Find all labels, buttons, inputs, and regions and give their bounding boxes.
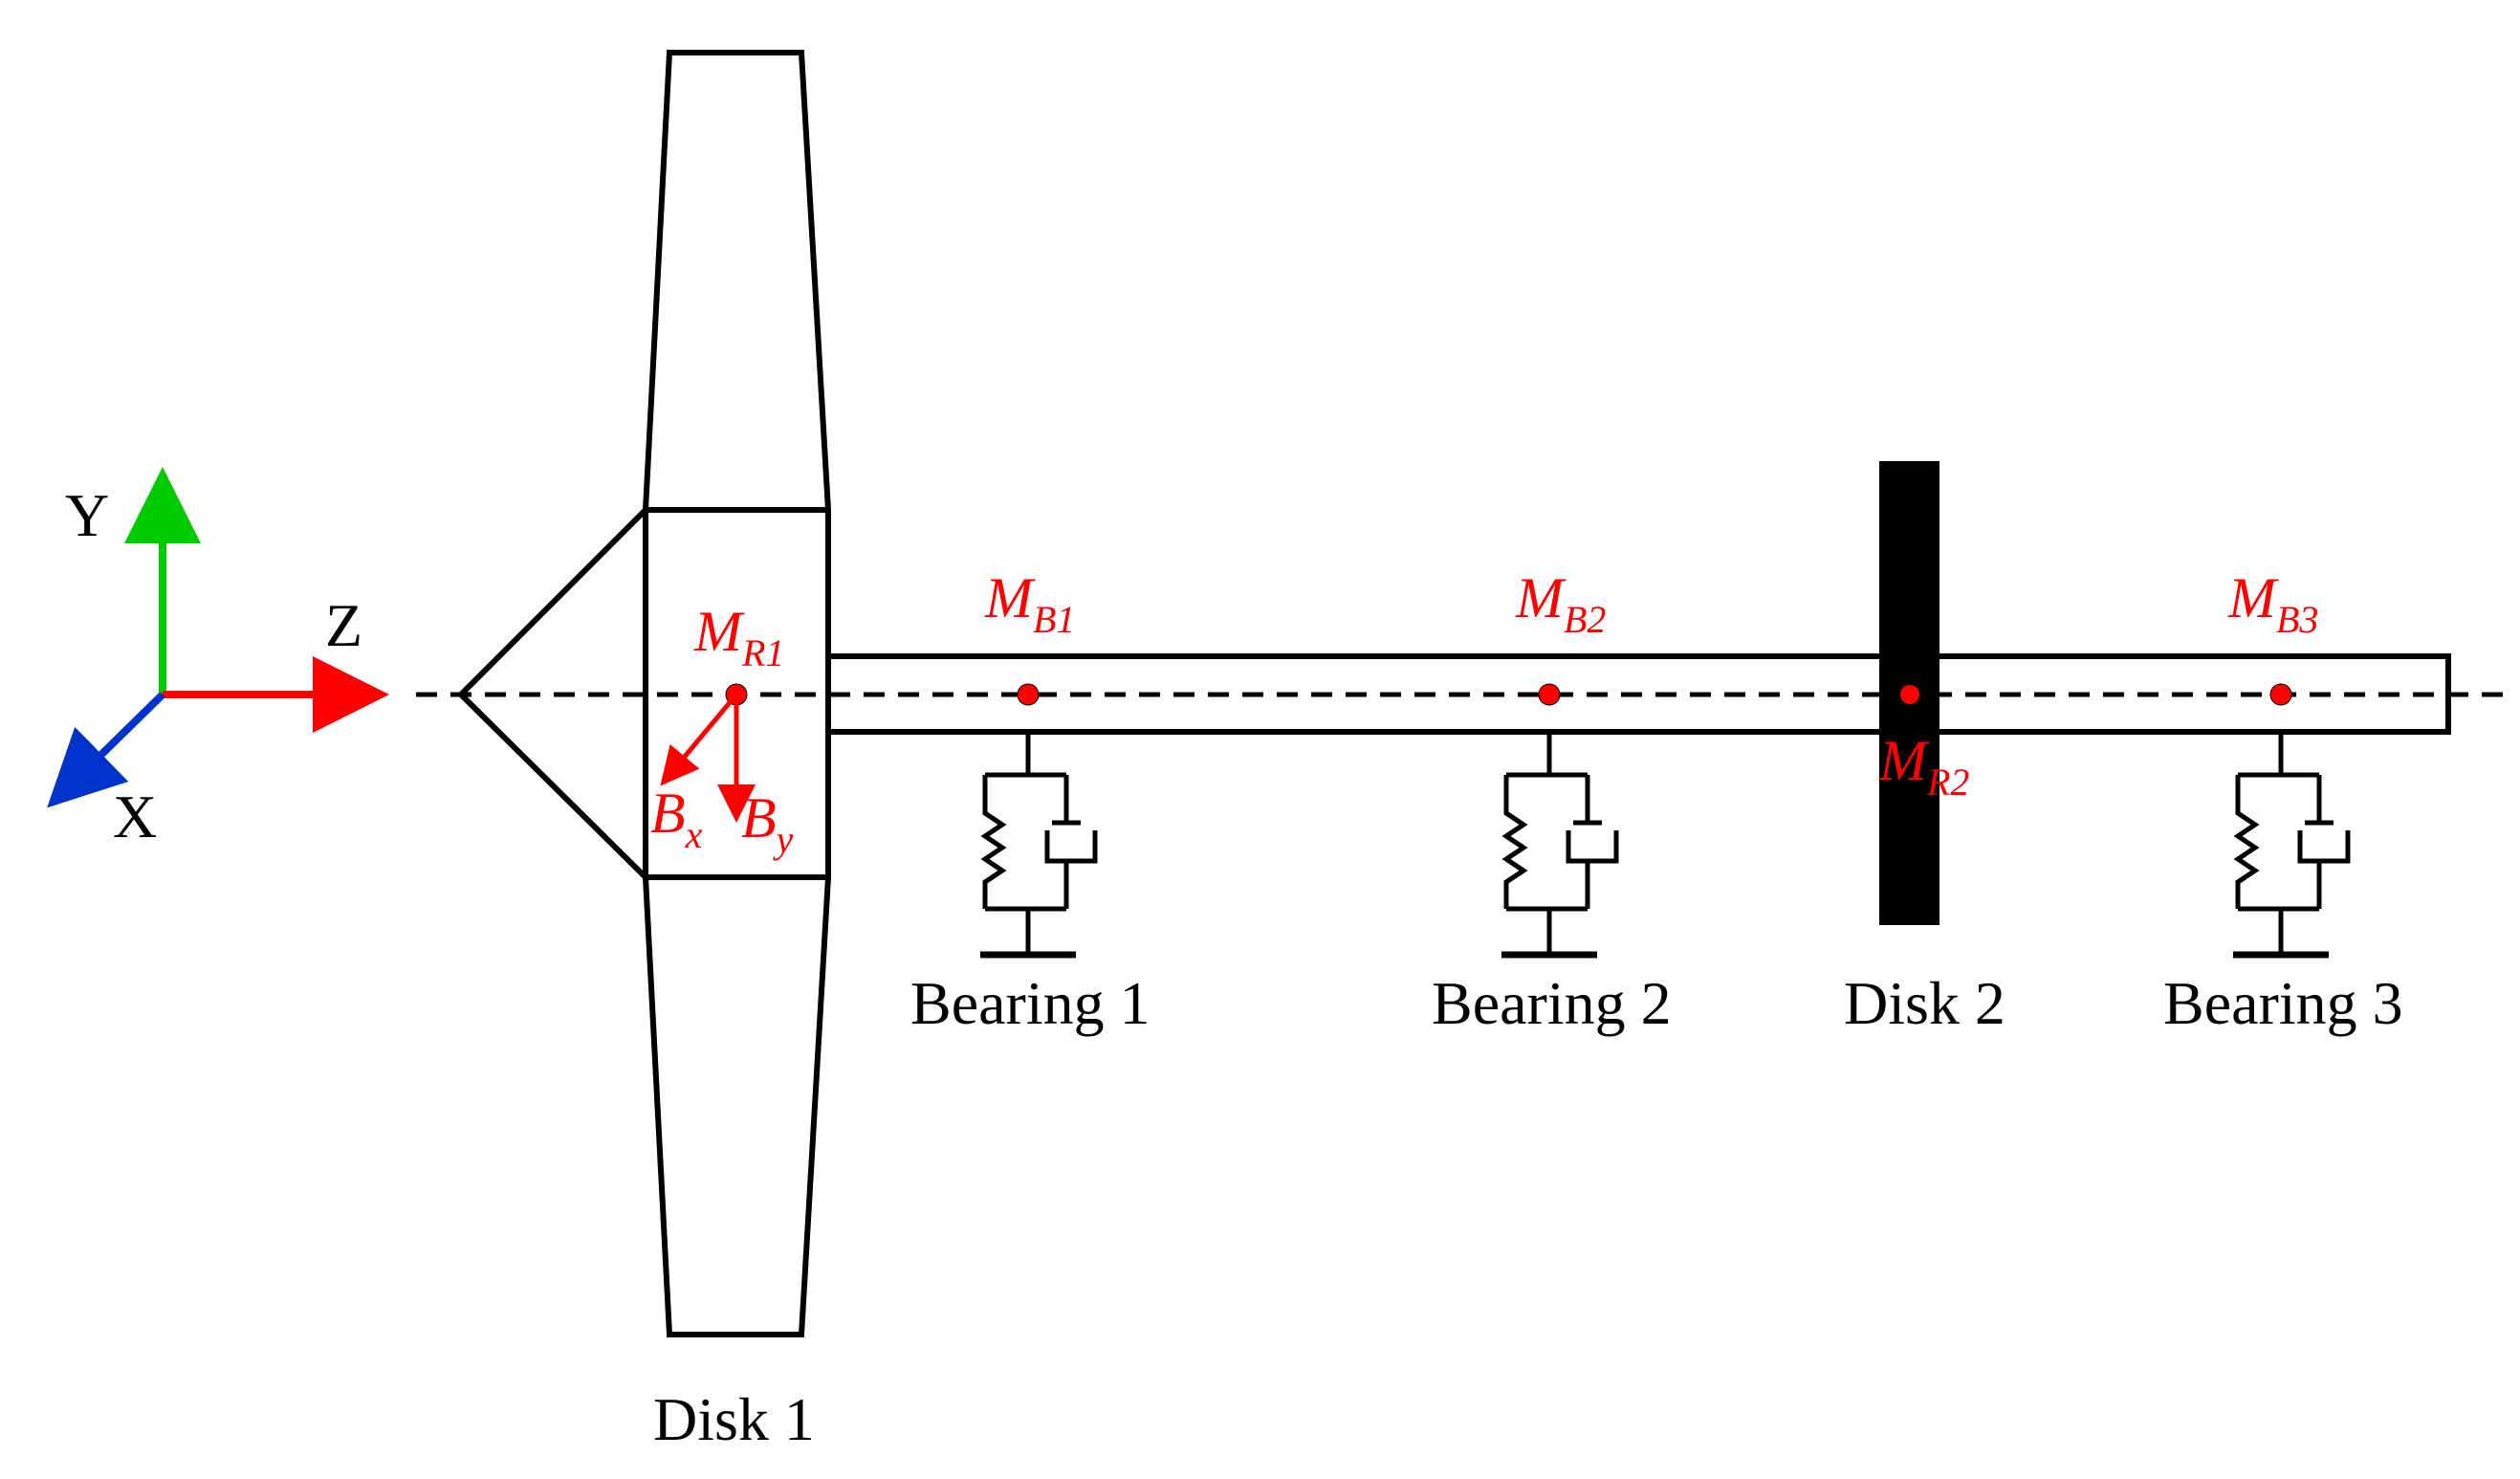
- bearing-1: MB1 Bearing 1: [910, 566, 1150, 1037]
- z-axis-label: Z: [325, 591, 362, 659]
- bearing-2-mass-label: MB2: [1515, 566, 1606, 641]
- coordinate-axes: Y Z X: [47, 467, 389, 850]
- bearing-2-damper: [1566, 775, 1619, 909]
- y-axis-label: Y: [65, 481, 109, 549]
- disk-1-nose-cone: [456, 507, 648, 880]
- bearing-3-damper: [2297, 775, 2351, 909]
- bearing-1-mass-label: MB1: [984, 566, 1075, 641]
- bearing-1-spring: [980, 775, 1007, 909]
- force-bx-label: Bx: [650, 782, 703, 856]
- shaft: [825, 653, 2451, 735]
- disk-1-body: [643, 50, 831, 1337]
- force-by-label: By: [741, 786, 794, 861]
- bearing-1-damper: [1044, 775, 1098, 909]
- bearing-2-spring: [1501, 775, 1528, 909]
- disk-1-mass-label: MR1: [693, 600, 784, 674]
- bearing-3-spring: [2233, 775, 2260, 909]
- disk-1: MR1 Bx By Disk 1: [456, 50, 831, 1453]
- bearing-3-label: Bearing 3: [2163, 969, 2403, 1037]
- disk-2-mass-label: MR2: [1878, 729, 1969, 804]
- bearing-3-mass-point: [2269, 683, 2292, 706]
- bearing-2-mass-point: [1538, 683, 1561, 706]
- x-axis-label: X: [113, 783, 157, 850]
- bearing-1-mass-point: [1017, 683, 1040, 706]
- bearing-1-label: Bearing 1: [910, 969, 1150, 1037]
- disk-2-mass-point: [1900, 685, 1919, 704]
- disk-2-label: Disk 2: [1844, 969, 2005, 1037]
- disk-2: MR2 Disk 2: [1844, 461, 2005, 1037]
- force-bx-arrow: [660, 693, 738, 786]
- disk-1-label: Disk 1: [653, 1385, 815, 1453]
- bearing-3-mass-label: MB3: [2227, 566, 2318, 641]
- bearing-2-label: Bearing 2: [1432, 969, 1672, 1037]
- bearing-2: MB2 Bearing 2: [1432, 566, 1672, 1037]
- x-axis-arrow: [47, 692, 165, 808]
- bearing-3: MB3 Bearing 3: [2163, 566, 2403, 1037]
